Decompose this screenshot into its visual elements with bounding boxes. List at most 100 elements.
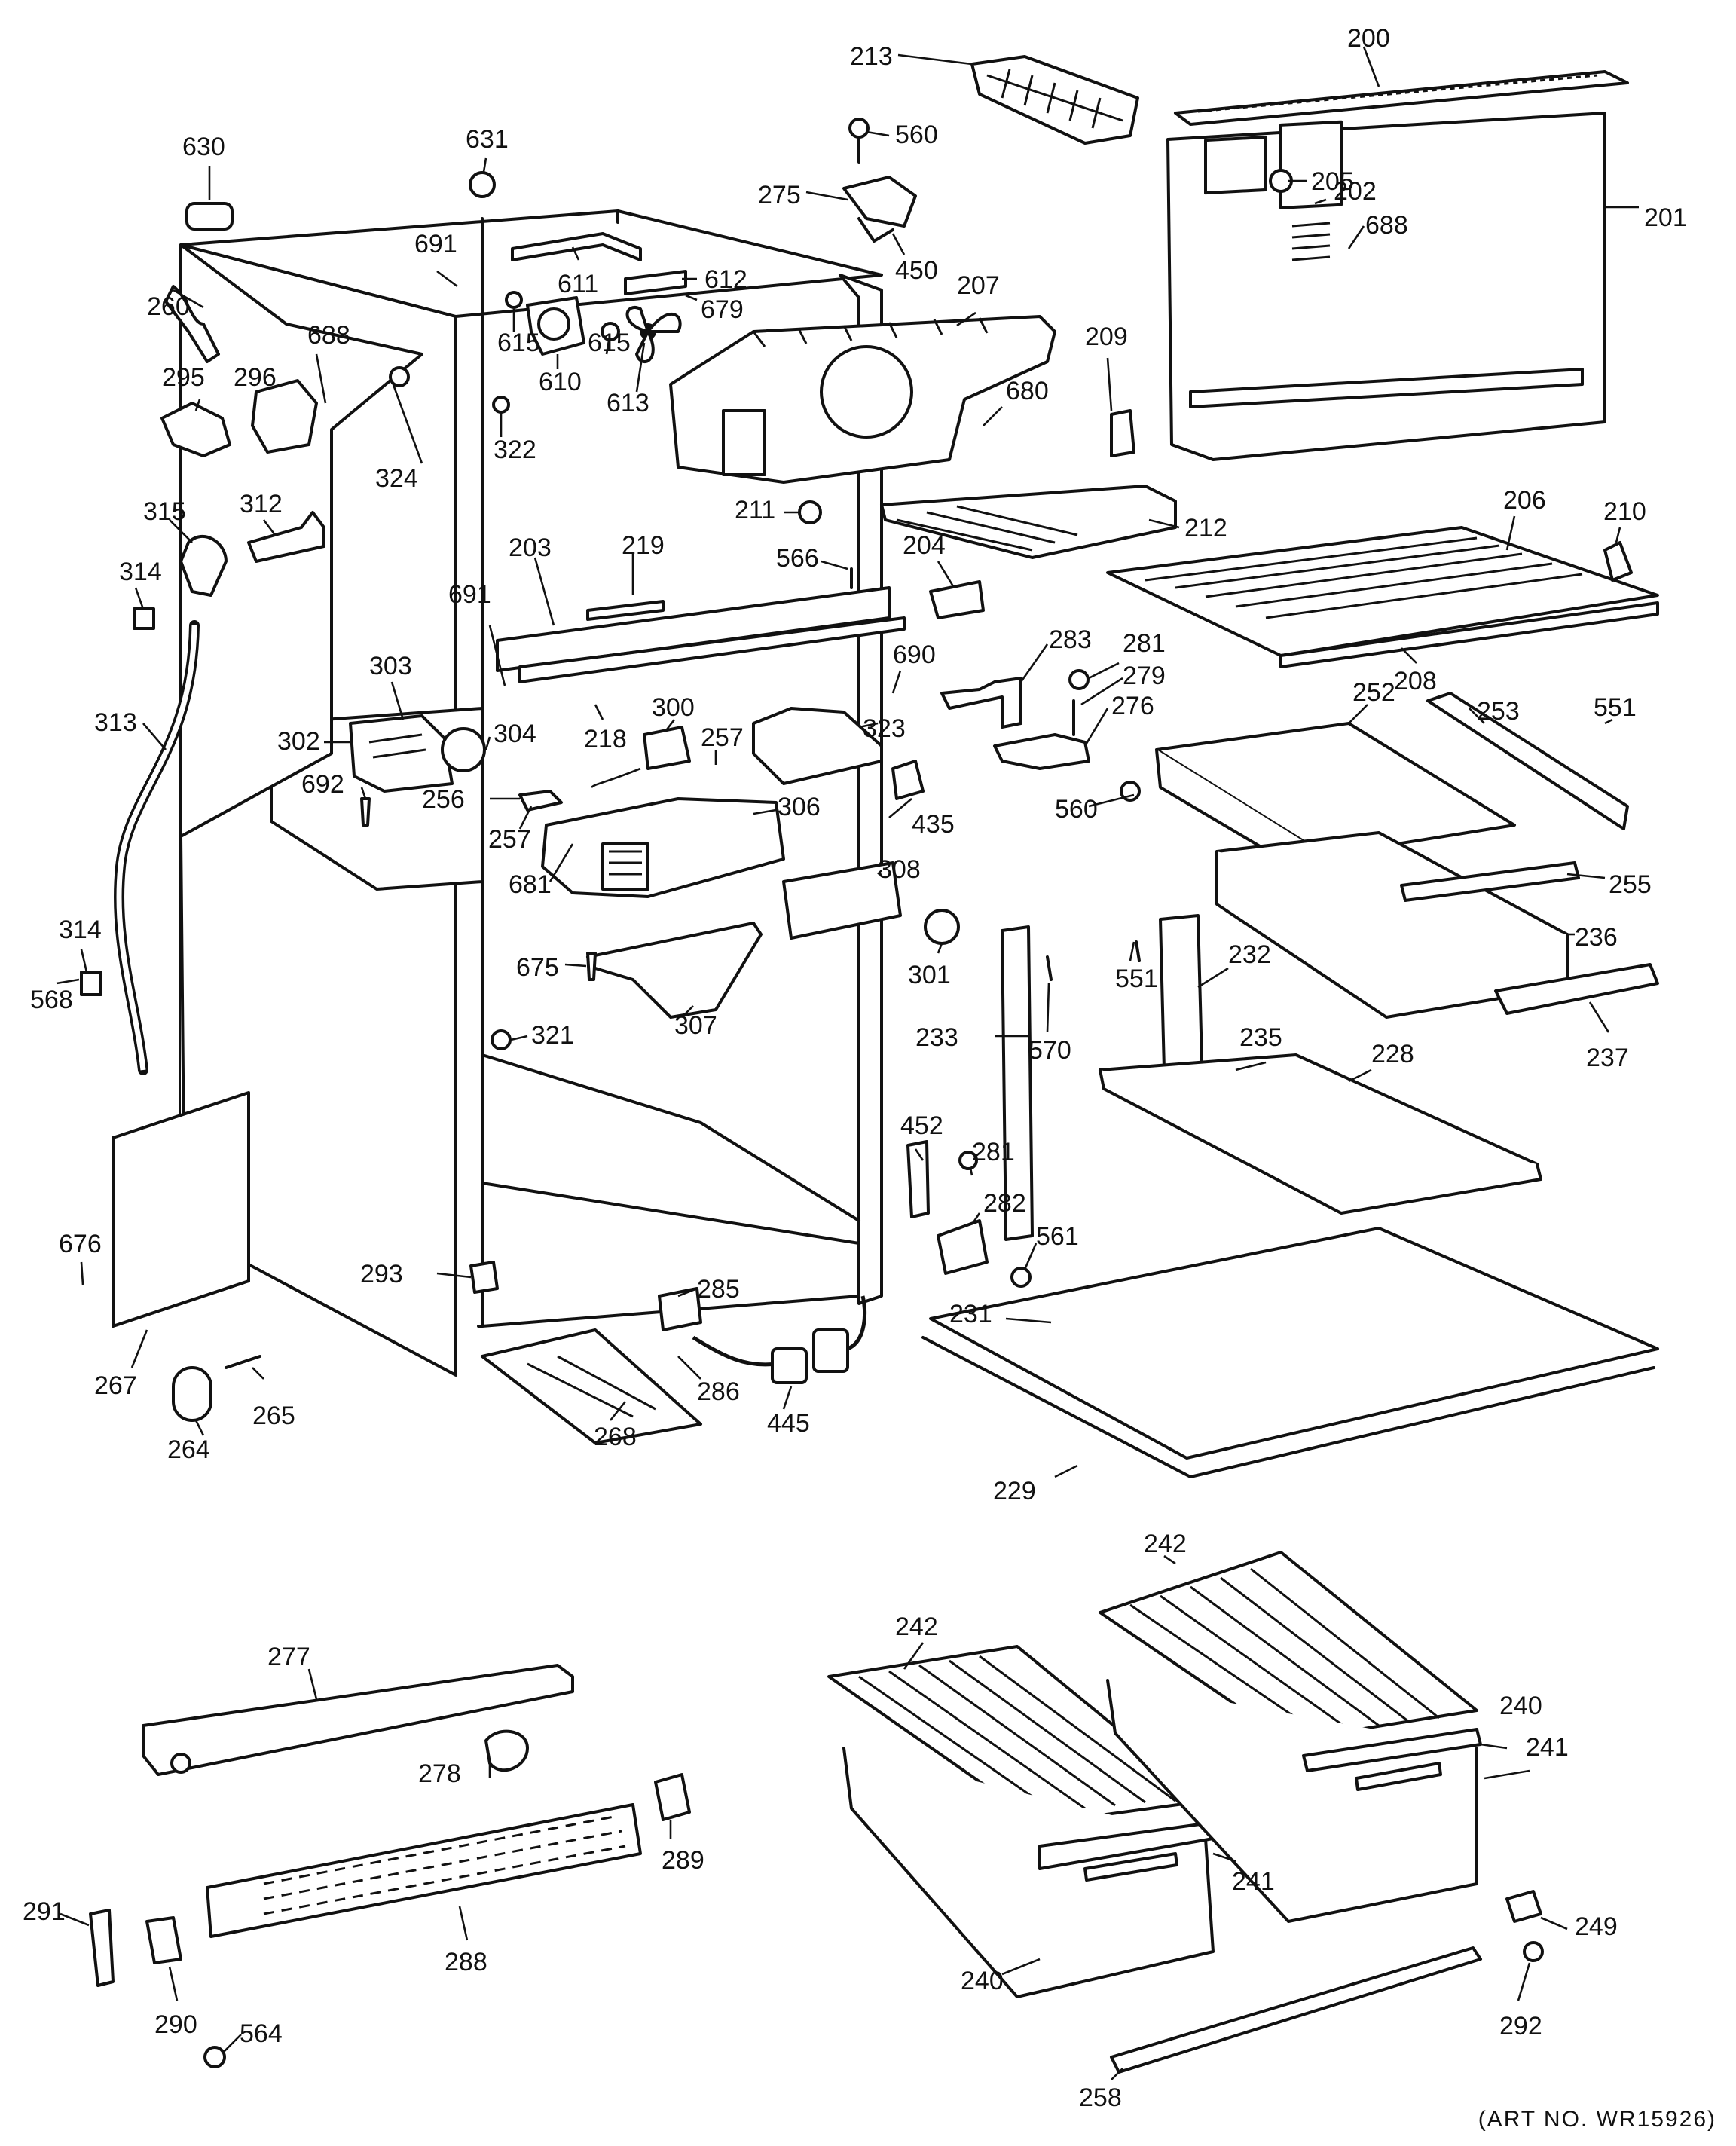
callout-324: 324	[375, 464, 418, 493]
callout-321: 321	[531, 1021, 574, 1050]
part-210	[1603, 541, 1633, 582]
callout-267: 267	[94, 1371, 137, 1400]
callout-203: 203	[509, 533, 552, 562]
part-296	[251, 379, 318, 454]
part-615b	[601, 322, 620, 341]
callout-233: 233	[915, 1023, 958, 1052]
callout-568: 568	[30, 986, 73, 1014]
callout-301: 301	[908, 961, 951, 989]
part-435	[891, 760, 925, 800]
part-292	[1523, 1941, 1544, 1962]
callout-235: 235	[1239, 1023, 1282, 1052]
callout-692: 692	[301, 770, 344, 799]
callout-313: 313	[94, 708, 137, 737]
fan-motor-610	[526, 296, 585, 356]
crisper-cover-242-right	[1099, 1551, 1478, 1742]
callout-257: 257	[701, 723, 744, 752]
callout-229: 229	[993, 1477, 1036, 1506]
plug-285	[658, 1287, 702, 1331]
callout-268: 268	[594, 1423, 637, 1451]
callout-264: 264	[167, 1435, 210, 1464]
callout-240: 240	[1499, 1692, 1542, 1720]
callout-680: 680	[1006, 377, 1049, 405]
part-256	[518, 790, 563, 812]
callout-256: 256	[422, 785, 465, 814]
bracket-612	[624, 270, 687, 295]
pin-265	[225, 1355, 261, 1369]
callout-551: 551	[1115, 964, 1158, 993]
control-housing-302	[349, 714, 454, 793]
callout-688: 688	[1365, 211, 1408, 240]
freezer-back-panel-201	[1166, 112, 1606, 461]
screw-692	[360, 797, 371, 827]
part-281b	[958, 1151, 978, 1170]
callout-237: 237	[1586, 1044, 1629, 1072]
callout-213: 213	[850, 42, 893, 71]
cover-308	[782, 861, 902, 940]
callout-285: 285	[697, 1275, 740, 1304]
crisper-pan-240-right	[1106, 1679, 1482, 1923]
callout-681: 681	[509, 870, 552, 899]
callout-315: 315	[143, 497, 186, 526]
ice-tray-213	[970, 55, 1139, 145]
rail-203	[496, 586, 906, 683]
callout-435: 435	[912, 810, 955, 839]
bracket-611	[511, 232, 642, 261]
callout-253: 253	[1477, 697, 1520, 726]
callout-564: 564	[240, 2019, 283, 2048]
callout-219: 219	[622, 531, 665, 560]
callout-570: 570	[1028, 1036, 1071, 1065]
knob-301	[924, 909, 960, 945]
roller-264	[172, 1366, 212, 1422]
callout-236: 236	[1575, 923, 1618, 952]
part-452	[906, 1140, 930, 1218]
clip-314b	[80, 971, 102, 996]
callout-322: 322	[494, 436, 536, 464]
callout-242: 242	[895, 1613, 938, 1641]
tube-313-inner	[116, 625, 197, 1071]
plug-322	[492, 396, 510, 414]
callout-291: 291	[23, 1897, 66, 1926]
callout-265: 265	[252, 1402, 295, 1430]
callout-283: 283	[1049, 625, 1092, 654]
part-204	[929, 580, 985, 619]
callout-279: 279	[1123, 662, 1166, 690]
callout-615: 615	[497, 329, 540, 357]
shelf-track-233	[1001, 925, 1034, 1241]
callout-275: 275	[758, 181, 801, 209]
part-278	[484, 1729, 529, 1772]
thermostat-300	[643, 726, 691, 770]
callout-290: 290	[154, 2010, 197, 2039]
callout-551: 551	[1594, 693, 1637, 722]
callout-631: 631	[466, 125, 509, 154]
callout-211: 211	[735, 496, 775, 524]
callout-307: 307	[674, 1011, 717, 1040]
screw-564	[203, 2046, 226, 2068]
hinge-276	[993, 733, 1090, 770]
callout-296: 296	[234, 363, 277, 392]
callout-207: 207	[957, 271, 1000, 300]
harness-445	[692, 1295, 867, 1384]
drain-pan-268	[481, 1328, 702, 1444]
shelf-track-232	[1159, 914, 1203, 1071]
part-630	[185, 202, 234, 231]
screw-570	[1046, 955, 1053, 981]
rail-255	[1400, 861, 1580, 902]
callout-690: 690	[893, 640, 936, 669]
callout-691: 691	[448, 580, 491, 609]
art-number: (ART NO. WR15926)	[1478, 2107, 1716, 2132]
callout-561: 561	[1036, 1222, 1079, 1251]
callout-202: 202	[1334, 177, 1377, 206]
callout-308: 308	[878, 855, 921, 884]
part-209	[1110, 409, 1135, 457]
part-295	[160, 402, 231, 457]
callout-209: 209	[1085, 323, 1128, 351]
callout-691: 691	[414, 230, 457, 258]
callout-260: 260	[147, 292, 190, 321]
callout-286: 286	[697, 1377, 740, 1406]
hinge-282	[937, 1219, 989, 1275]
grille-200	[1174, 70, 1629, 126]
callout-293: 293	[360, 1260, 403, 1289]
light-housing-306	[541, 797, 785, 898]
callout-231: 231	[949, 1300, 992, 1328]
